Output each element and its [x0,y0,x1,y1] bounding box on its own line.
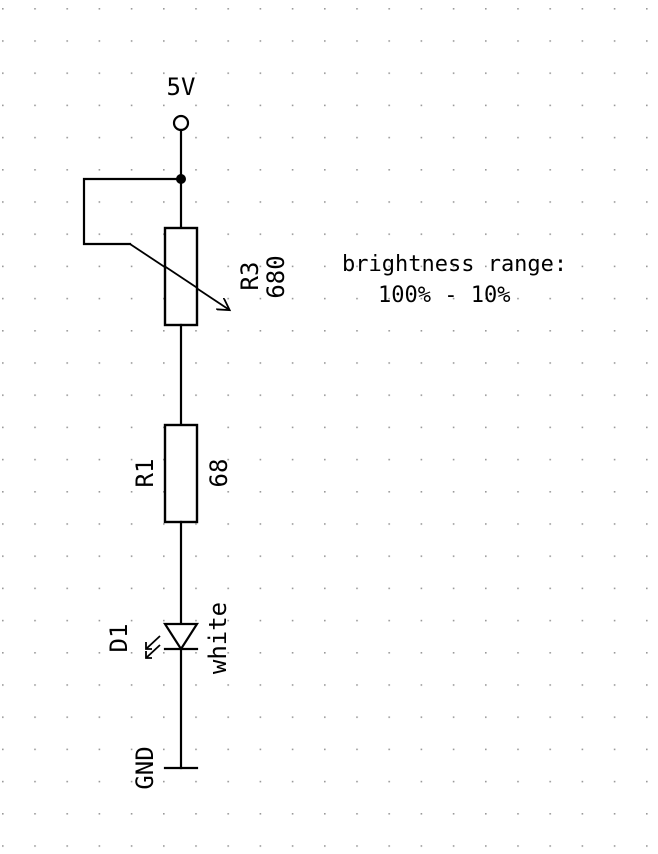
d1-value: white [204,602,232,674]
note-line-2: 100% - 10% [378,283,510,308]
led-d1[interactable] [145,622,200,659]
led-emission-arrowhead-1 [145,642,152,650]
potentiometer-wiper-overlay [164,265,198,289]
d1-ref: D1 [105,624,133,653]
resistor-r1[interactable] [163,423,199,524]
note-line-1: brightness range: [342,252,567,277]
r1-ref: R1 [131,459,159,488]
wire-wiper-loop [82,177,183,246]
supply-label: 5V [167,73,196,101]
led-triangle [162,622,200,652]
ground-label: GND [131,746,159,789]
supply-terminal[interactable] [172,114,190,132]
r1-value: 68 [205,459,233,488]
led-emission-arrowhead-2 [145,651,152,659]
r3-value: 680 [262,255,290,298]
led-emission-ray-1 [145,635,161,650]
r3-ref: R3 [236,262,264,291]
led-emission-ray-2 [145,644,161,659]
